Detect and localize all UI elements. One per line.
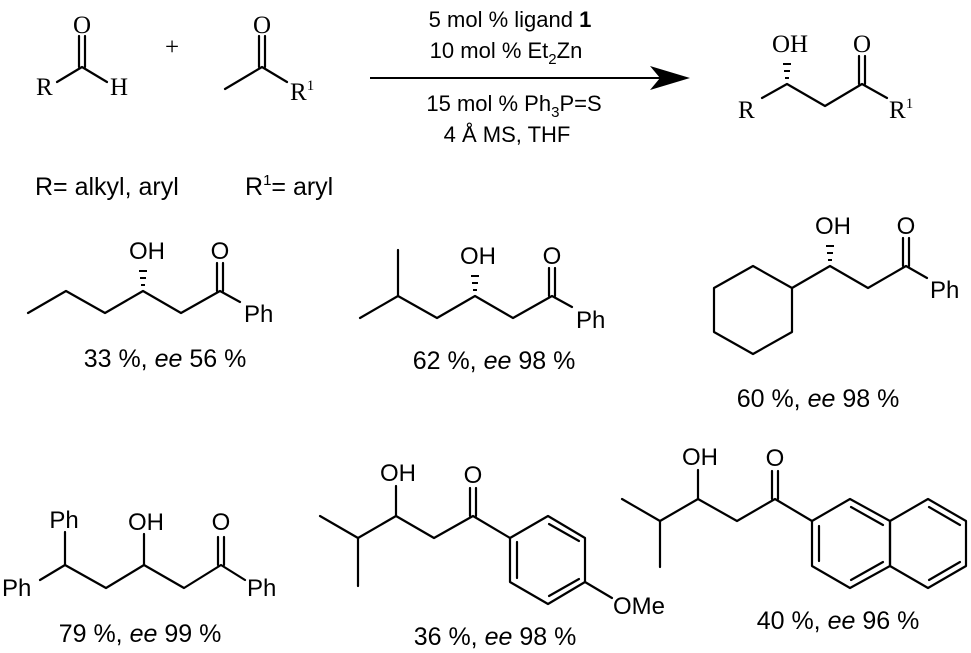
yield-ee-label: 62 %, ee 98 % [413, 347, 576, 375]
condition-line-2: 10 mol % Et2Zn [430, 38, 583, 68]
atom-label: Ph [49, 507, 78, 534]
reaction-conditions: 5 mol % ligand 1 10 mol % Et2Zn 15 mol %… [426, 7, 601, 147]
example-compound-4: Ph Ph Ph OH O 79 %, ee 99 % [2, 507, 276, 648]
example-compound-3: OH O Ph 60 %, ee 98 % [712, 213, 959, 413]
atom-label: OMe [613, 593, 665, 620]
condition-line-1: 5 mol % ligand 1 [429, 7, 592, 32]
atom-label: Ph [930, 277, 959, 304]
atom-label: OH [682, 444, 718, 471]
atom-label: OH [128, 509, 164, 536]
atom-label: R [738, 97, 755, 124]
yield-ee-label: 40 %, ee 96 % [757, 607, 920, 635]
atom-label: O [543, 243, 562, 270]
atom-label: O [73, 12, 91, 39]
atom-label: OH [129, 238, 165, 265]
atom-label: O [464, 462, 483, 489]
atom-label: R [36, 74, 53, 101]
example-compound-6: OH O 40 %, ee 96 % [620, 444, 968, 635]
condition-line-3: 15 mol % Ph3P=S [426, 91, 601, 121]
yield-ee-label: 33 %, ee 56 % [84, 345, 247, 373]
atom-label: Ph [247, 575, 276, 602]
atom-label: Ph [576, 307, 605, 334]
example-compound-2: OH O Ph 62 %, ee 98 % [358, 243, 605, 375]
yield-ee-label: 36 %, ee 98 % [414, 623, 577, 651]
atom-label: O [212, 509, 231, 536]
atom-label: Ph [2, 575, 31, 602]
aldehyde-reactant: O R H [36, 12, 128, 101]
yield-ee-label: 79 %, ee 99 % [59, 620, 222, 648]
atom-label: H [110, 74, 128, 101]
atom-label: Ph [244, 301, 273, 328]
atom-label: OH [460, 243, 496, 270]
aldol-product: OH O R R1 [738, 31, 913, 124]
plus-sign: + [165, 34, 179, 61]
r-definition: R= alkyl, aryl [35, 173, 179, 201]
atom-label: OH [380, 460, 416, 487]
ketone-reactant: O R1 [223, 12, 314, 106]
atom-label: OH [815, 213, 851, 240]
example-compound-5: OH O OMe 36 %, ee 98 % [318, 460, 665, 651]
yield-ee-label: 60 %, ee 98 % [737, 385, 900, 413]
reaction-arrow [370, 66, 690, 90]
condition-line-4: 4 Å MS, THF [444, 122, 571, 147]
atom-label: R1 [889, 96, 913, 124]
atom-label: O [253, 12, 271, 39]
example-compound-1: OH O Ph 33 %, ee 56 % [26, 238, 273, 373]
atom-label: O [211, 238, 230, 265]
r1-definition: R1= aryl [245, 172, 333, 201]
atom-label: O [897, 213, 916, 240]
atom-label: OH [772, 31, 808, 58]
atom-label: O [853, 31, 871, 58]
atom-label: R1 [290, 78, 314, 106]
atom-label: O [766, 445, 785, 472]
